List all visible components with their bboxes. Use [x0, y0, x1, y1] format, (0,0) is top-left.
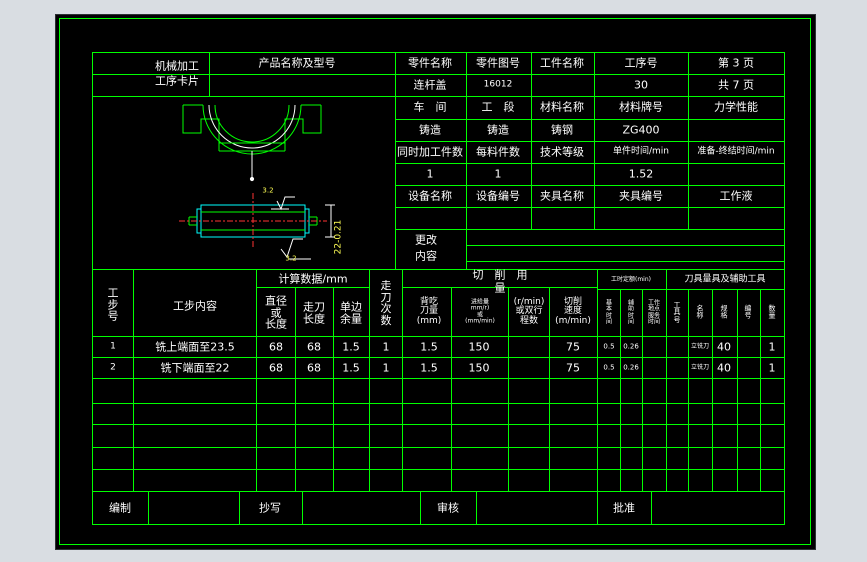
change-label-line2: 内容 [415, 249, 437, 263]
h-depth: 背吃刀量(mm) [416, 296, 442, 326]
h-tools: 刀具量具及辅助工具 [684, 274, 766, 285]
row-2-speed: 75 [566, 361, 580, 375]
roughness-label-top: 3.2 [262, 186, 274, 195]
card-title-line2: 工序卡片 [155, 74, 199, 88]
blanks-value: 1 [494, 167, 502, 181]
row-2-content: 铣下端面至22 [160, 361, 230, 375]
row-2-dia: 68 [269, 361, 283, 375]
operation-no-value: 30 [634, 78, 648, 92]
unit-time-value: 1.52 [628, 167, 654, 181]
row-1-qty: 1 [768, 340, 776, 354]
footer-review-label: 审核 [437, 501, 459, 515]
row-1-dia: 68 [269, 340, 283, 354]
operation-name-label: 工件名称 [540, 56, 584, 70]
row-1-content: 铣上端面至23.5 [155, 340, 235, 354]
row-2-passes: 1 [382, 361, 390, 375]
row-1-no: 1 [110, 341, 116, 352]
h-cutting: 切 削 用 [472, 268, 528, 282]
footer-author-label: 编制 [109, 501, 131, 515]
row-2-allow: 1.5 [342, 361, 360, 375]
part-name-label: 零件名称 [408, 56, 452, 70]
cad-drawing-viewport[interactable]: 3.2 3.2 22-0.21 机械加工 工序卡片 产品名称及型号 零件名称 零… [55, 14, 816, 550]
row-2-depth: 1.5 [420, 361, 438, 375]
blanks-label: 每料件数 [476, 145, 520, 159]
h-aux: 辅助时间 [627, 299, 635, 326]
material-name-label: 材料名称 [540, 100, 584, 114]
coolant-label: 工作液 [719, 189, 753, 203]
row-2-aux: 0.26 [623, 363, 639, 372]
footer-approve-label: 批准 [613, 501, 635, 515]
h-dia: 直径或长度 [265, 294, 287, 331]
row-1-depth: 1.5 [420, 340, 438, 354]
row-1-passes: 1 [382, 340, 390, 354]
h-passes: 走刀次数 [380, 278, 392, 327]
process-card-grid [59, 18, 811, 545]
material-name-value: 铸钢 [551, 123, 573, 137]
row-2-qty: 1 [768, 361, 776, 375]
row-1-basic: 0.5 [603, 342, 615, 351]
row-1-allow: 1.5 [342, 340, 360, 354]
section-value: 铸造 [487, 123, 509, 137]
row-2-basic: 0.5 [603, 363, 615, 372]
row-1-feed: 150 [468, 340, 490, 354]
h-rpm: (r/min)或双行程数 [513, 296, 545, 326]
row-2-feed: 150 [468, 361, 490, 375]
equip-no-label: 设备编号 [476, 189, 520, 203]
row-2-tool-name: 立铣刀 [690, 364, 710, 371]
row-1-tool-name: 立铣刀 [690, 343, 710, 350]
row-1-spec: 40 [717, 340, 731, 354]
page-number: 第 3 页 [718, 56, 754, 70]
page-total: 共 7 页 [718, 78, 754, 92]
h-qty: 数量 [768, 304, 776, 320]
workshop-value: 铸造 [419, 123, 441, 137]
row-1-aux: 0.26 [623, 342, 639, 351]
simul-value: 1 [426, 167, 434, 181]
roughness-label-bottom: 3.2 [285, 254, 297, 263]
row-2-no: 2 [110, 362, 116, 373]
section-label: 工 段 [481, 100, 515, 114]
row-1-speed: 75 [566, 340, 580, 354]
h-spec: 规格 [720, 304, 728, 320]
part-name-value: 连杆盖 [413, 78, 447, 92]
row-2-len: 68 [307, 361, 321, 375]
tech-level-label: 技术等级 [540, 145, 584, 159]
h-feed-len: 走刀长度 [303, 300, 325, 325]
h-step-no: 工步号 [107, 286, 119, 323]
h-tool-no: 工具号 [673, 300, 681, 324]
h-calc: 计算数据/mm [278, 272, 348, 286]
h-code: 编号 [744, 304, 752, 320]
prep-time-label: 准备-终结时间/min [697, 146, 775, 157]
operation-no-label: 工序号 [624, 56, 658, 70]
fixture-no-label: 夹具编号 [619, 189, 663, 203]
change-label-line1: 更改 [415, 233, 437, 247]
h-allow: 单边余量 [340, 300, 362, 325]
card-title-line1: 机械加工 [155, 59, 199, 73]
h-tool-name: 名称 [696, 304, 704, 320]
h-place: 工作地点服务时间 [647, 299, 661, 326]
h-cutting-2: 量 [494, 281, 506, 295]
product-label: 产品名称及型号 [258, 56, 336, 70]
h-speed-column: 切削速度(m/min) [555, 296, 591, 326]
material-grade-value: ZG400 [622, 123, 660, 137]
simul-label: 同时加工件数 [397, 145, 463, 159]
equip-name-label: 设备名称 [408, 189, 452, 203]
row-1-len: 68 [307, 340, 321, 354]
material-grade-label: 材料牌号 [619, 100, 663, 114]
part-sketch-drawing[interactable] [171, 99, 371, 269]
part-drawing-label: 零件图号 [476, 56, 520, 70]
mechanical-label: 力学性能 [714, 100, 758, 114]
thickness-dimension: 22-0.21 [333, 219, 344, 255]
h-time: 工时定额(min) [611, 276, 651, 283]
h-step-content: 工步内容 [173, 299, 217, 313]
footer-copy-label: 抄写 [259, 501, 281, 515]
row-2-spec: 40 [717, 361, 731, 375]
workshop-label: 车 间 [413, 100, 447, 114]
part-drawing-value: 16012 [483, 79, 513, 90]
h-basic: 基本时间 [605, 299, 613, 326]
fixture-name-label: 夹具名称 [540, 189, 584, 203]
unit-time-label: 单件时间/min [612, 146, 670, 157]
